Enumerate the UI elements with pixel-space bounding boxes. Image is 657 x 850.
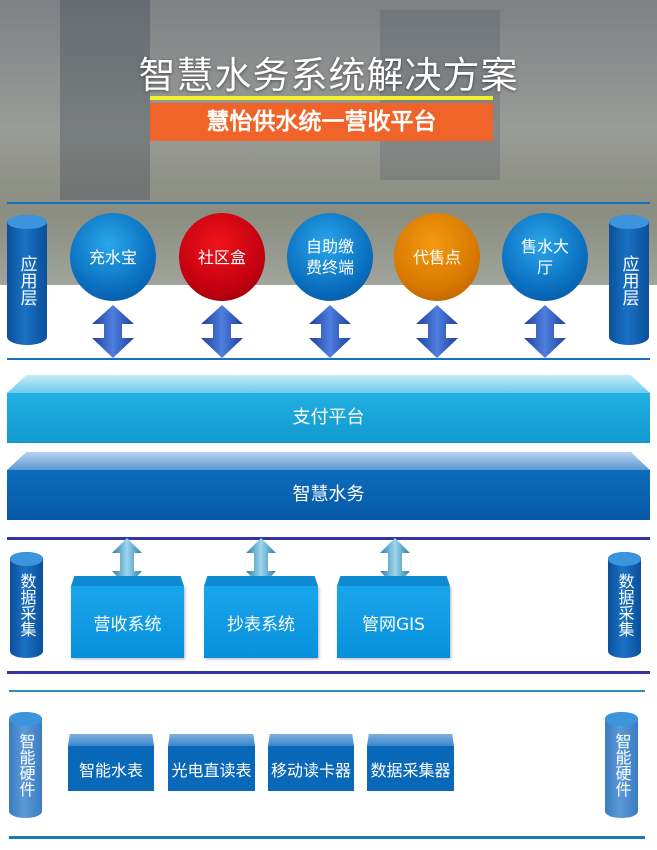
app-node-self-service-terminal: 自助缴费终端 bbox=[287, 213, 373, 301]
hardware-label-left: 智能硬件 bbox=[9, 712, 42, 818]
title-underline bbox=[150, 96, 493, 100]
payment-platform-bevel bbox=[7, 375, 650, 393]
app-layer-label-left: 应用层 bbox=[7, 215, 47, 345]
app-node-shequhe: 社区盒 bbox=[179, 213, 265, 301]
system-box-pipe-gis: 管网GIS bbox=[337, 586, 450, 658]
divider bbox=[7, 358, 650, 360]
double-arrow-icon bbox=[92, 305, 134, 358]
hardware-mobile-card-reader: 移动读卡器 bbox=[268, 746, 354, 791]
app-node-chongshuibao: 充水宝 bbox=[70, 213, 156, 301]
double-arrow-icon bbox=[246, 538, 276, 587]
hardware-label-right: 智能硬件 bbox=[605, 712, 638, 818]
hardware-data-collector: 数据采集器 bbox=[367, 746, 454, 791]
double-arrow-icon bbox=[380, 538, 410, 587]
system-box-meter-reading: 抄表系统 bbox=[204, 586, 318, 658]
data-layer-label-right: 数据采集 bbox=[608, 552, 641, 658]
app-node-water-hall: 售水大厅 bbox=[502, 213, 588, 301]
divider bbox=[7, 671, 650, 674]
data-arrows bbox=[112, 538, 410, 587]
double-arrow-icon bbox=[416, 305, 458, 358]
divider bbox=[9, 690, 645, 692]
payment-platform-bar: 支付平台 bbox=[7, 393, 650, 443]
page-title: 智慧水务系统解决方案 bbox=[138, 54, 519, 97]
divider bbox=[7, 202, 650, 204]
double-arrow-icon bbox=[524, 305, 566, 358]
hardware-photoelectric-meter: 光电直读表 bbox=[168, 746, 255, 791]
divider bbox=[9, 836, 645, 839]
app-arrows bbox=[92, 305, 566, 358]
app-node-agent-point: 代售点 bbox=[394, 213, 480, 301]
smart-water-bevel bbox=[7, 452, 650, 470]
double-arrow-icon bbox=[309, 305, 351, 358]
hardware-smart-meter: 智能水表 bbox=[68, 746, 154, 791]
double-arrow-icon bbox=[112, 538, 142, 587]
system-box-revenue: 营收系统 bbox=[71, 586, 184, 658]
double-arrow-icon bbox=[201, 305, 243, 358]
smart-water-bar: 智慧水务 bbox=[7, 470, 650, 520]
divider bbox=[7, 537, 650, 540]
data-layer-label-left: 数据采集 bbox=[10, 552, 43, 658]
subtitle-banner: 慧怡供水统一营收平台 bbox=[150, 103, 493, 141]
app-layer-label-right: 应用层 bbox=[609, 215, 649, 345]
